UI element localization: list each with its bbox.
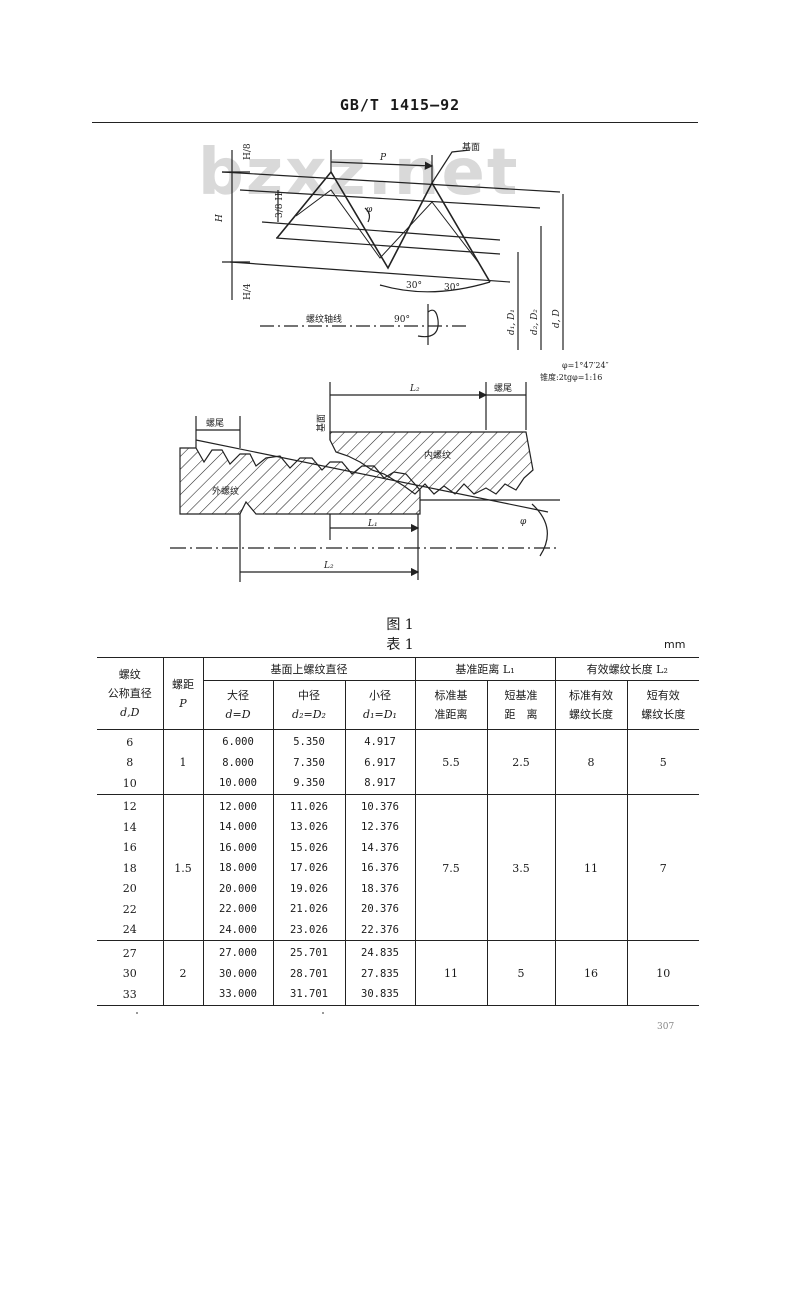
header-short-base: 短基准 距 离 bbox=[486, 680, 555, 730]
header-diameters: 基面上螺纹直径 bbox=[202, 657, 415, 681]
header-rule bbox=[92, 122, 698, 123]
table-row: 18 18.000 17.026 16.376 bbox=[97, 858, 699, 879]
scan-speck bbox=[322, 1012, 324, 1014]
table-row: 30 30.000 28.701 27.835 bbox=[97, 963, 699, 984]
header-std-base: 标准基 准距离 bbox=[414, 680, 487, 730]
table-row: 22 22.000 21.026 20.376 bbox=[97, 899, 699, 920]
table-row: 14 14.000 13.026 12.376 bbox=[97, 817, 699, 838]
label-note1: φ=1°47′24″ bbox=[562, 361, 609, 370]
label-angle2: 30° bbox=[444, 283, 460, 293]
watermark: bzxz.net bbox=[198, 136, 520, 210]
label-tail-top: 螺尾 bbox=[494, 383, 512, 394]
table-row: 12 1.5 12.000 11.026 10.376 7.5 3.5 11 7 bbox=[97, 794, 699, 941]
label-tail-left: 螺尾 bbox=[206, 418, 224, 429]
table-row: 27 2 27.000 25.701 24.835 11 5 16 10 bbox=[97, 940, 699, 1005]
header-pitch: 螺距 P bbox=[162, 657, 203, 730]
header-major: 大径 d=D bbox=[202, 680, 273, 730]
thread-dimensions-table: 螺纹 公称直径 d,D 螺距 P 基面上螺纹直径 基准距离 L₁ 有效螺纹长度 … bbox=[97, 657, 699, 1006]
label-external: 外螺纹 bbox=[212, 485, 239, 497]
header-effective-length: 有效螺纹长度 L₂ bbox=[554, 657, 699, 681]
label-base-plane-v: 基面 bbox=[315, 414, 327, 432]
header-short-eff: 短有效 螺纹长度 bbox=[626, 680, 699, 730]
figure-caption: 图 1 bbox=[386, 617, 414, 633]
table-row: 6 1 6.000 5.350 4.917 5.5 2.5 8 5 bbox=[97, 729, 699, 794]
table-caption: 表 1 bbox=[386, 637, 414, 653]
label-d2: d₂, D₂ bbox=[530, 309, 540, 335]
label-internal: 内螺纹 bbox=[424, 449, 451, 461]
label-note2: 锥度:2tgφ=1:16 bbox=[540, 372, 602, 382]
thread-profile-diagram bbox=[221, 149, 564, 350]
label-h8: H/8 bbox=[243, 143, 253, 160]
label-h4: H/4 bbox=[243, 283, 253, 300]
label-right-angle: 90° bbox=[394, 315, 410, 325]
label-angle1: 30° bbox=[406, 281, 422, 291]
label-h38: 3/8 H bbox=[275, 193, 285, 218]
table-row: 20 20.000 19.026 18.376 bbox=[97, 878, 699, 899]
table-row: 24 24.000 23.026 22.376 bbox=[97, 919, 699, 941]
header-pitch-diameter: 中径 d₂=D₂ bbox=[272, 680, 345, 730]
header-nominal: 螺纹 公称直径 d,D bbox=[107, 668, 152, 719]
page-number: 307 bbox=[657, 1022, 675, 1032]
label-h: H bbox=[215, 214, 225, 223]
table-group-1: 6 1 6.000 5.350 4.917 5.5 2.5 8 5 8 8.00… bbox=[97, 729, 699, 794]
label-l2-top: L₂ bbox=[409, 384, 420, 394]
table-unit: mm bbox=[664, 638, 686, 651]
header-base-distance: 基准距离 L₁ bbox=[414, 657, 555, 681]
label-axis: 螺纹轴线 bbox=[306, 313, 342, 325]
thread-figure: H/8 H H/4 3/8 H P 基面 φ 30° 30° 螺纹轴线 90° … bbox=[170, 141, 609, 582]
label-d1: d₁, D₁ bbox=[507, 309, 517, 335]
figure-labels: H/8 H H/4 3/8 H P 基面 φ 30° 30° 螺纹轴线 90° … bbox=[206, 141, 609, 571]
table-row: 33 33.000 31.701 30.835 bbox=[97, 984, 699, 1005]
label-d: d, D bbox=[552, 309, 562, 328]
table-row: 8 8.000 7.350 6.917 bbox=[97, 752, 699, 773]
header-minor: 小径 d₁=D₁ bbox=[344, 680, 415, 730]
table-group-3: 27 2 27.000 25.701 24.835 11 5 16 10 30 … bbox=[97, 940, 699, 1005]
label-p: P bbox=[379, 153, 387, 163]
label-phi2: φ bbox=[520, 517, 527, 527]
table-row: 16 16.000 15.026 14.376 bbox=[97, 837, 699, 858]
scan-speck bbox=[136, 1012, 138, 1014]
label-l1: L₁ bbox=[367, 519, 378, 529]
table-row: 10 10.000 9.350 8.917 bbox=[97, 773, 699, 794]
page-header: GB/T 1415—92 bbox=[339, 96, 461, 114]
label-phi: φ bbox=[366, 205, 373, 215]
label-base-plane: 基面 bbox=[462, 141, 480, 153]
header-std-eff: 标准有效 螺纹长度 bbox=[554, 680, 627, 730]
thread-assembly-diagram bbox=[170, 382, 560, 582]
label-l2-bottom: L₂ bbox=[323, 561, 334, 571]
table-group-2: 12 1.5 12.000 11.026 10.376 7.5 3.5 11 7… bbox=[97, 794, 699, 941]
